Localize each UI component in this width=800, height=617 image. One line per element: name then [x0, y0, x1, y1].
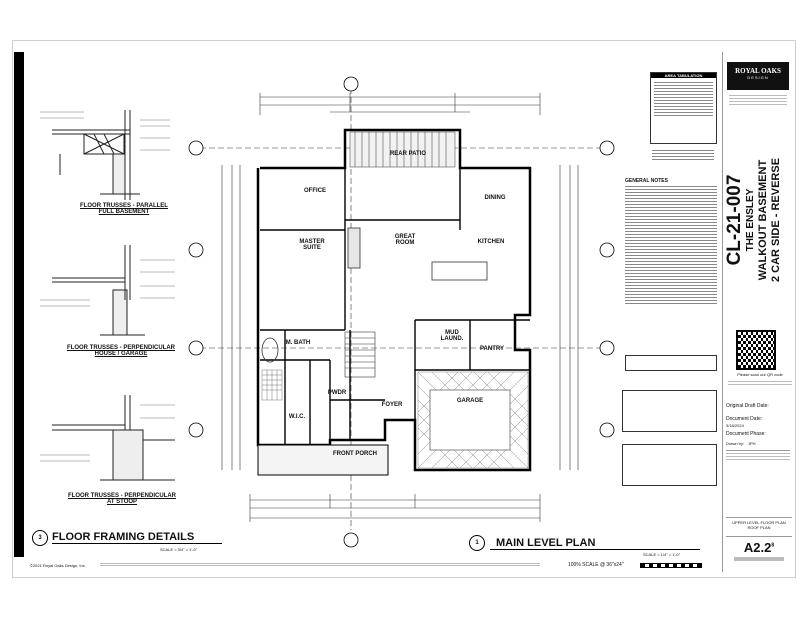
detail-title-parallel: FLOOR TRUSSES - PARALLEL FULL BASEMENT: [76, 203, 172, 215]
room-label-line: MUD: [445, 330, 459, 336]
main-level-plan-title: MAIN LEVEL PLAN: [496, 537, 596, 549]
room-garage: GARAGE: [456, 398, 484, 404]
room-mud-laundry: MUD LAUND.: [432, 330, 472, 342]
room-powder: PWDR: [327, 390, 347, 396]
qr-scan-note: Please scan our QR code: [737, 372, 783, 377]
revision-table: [726, 450, 790, 479]
original-draft-label: Original Draft Date:: [726, 403, 769, 409]
room-front-porch: FRONT PORCH: [333, 451, 377, 457]
general-notes-title: GENERAL NOTES: [625, 178, 668, 184]
area-notes: [652, 148, 714, 162]
plan-scale: SCALE = 1/4" = 1'-0": [643, 552, 681, 557]
plan-name-block: CL-21-007 THE ENSLEY WALKOUT BASEMENT 2 …: [724, 122, 794, 318]
copyright: ©2021 Royal Oaks Design, Inc.: [30, 563, 86, 568]
company-contact: [729, 93, 787, 107]
sheet-suffix: 8: [771, 542, 775, 549]
detail-title-perp-stoop: FLOOR TRUSSES - PERPENDICULAR AT STOOP: [62, 493, 182, 505]
room-foyer: FOYER: [381, 402, 403, 408]
qr-note-lines: [728, 379, 792, 387]
floor-framing-title: FLOOR FRAMING DETAILS: [52, 531, 195, 543]
room-great-room: GREAT ROOM: [380, 234, 430, 246]
room-master-suite: MASTER SUITE: [287, 239, 337, 251]
plan-number: CL-21-007: [724, 174, 745, 266]
section-number: 3: [38, 535, 42, 541]
room-label-line: GREAT: [394, 234, 416, 240]
scale-note: 100% SCALE @ 36"x24": [568, 562, 624, 568]
document-date: 3/18/2024: [726, 423, 744, 428]
detail-title-perp-house: FLOOR TRUSSES - PERPENDICULAR HOUSE / GA…: [66, 345, 176, 357]
detail-title-line: FLOOR TRUSSES - PERPENDICULAR: [67, 493, 176, 499]
detail-title-line: FULL BASEMENT: [98, 209, 150, 215]
section-marker-3: 3: [32, 530, 48, 546]
company-sub: DESIGN: [747, 75, 769, 80]
room-label-line: LAUND.: [440, 336, 464, 342]
plan-name: THE ENSLEY: [745, 188, 756, 252]
room-dining: DINING: [484, 195, 506, 201]
company-logo: ROYAL OAKS DESIGN: [727, 62, 789, 90]
disclaimer-lines: [100, 562, 540, 567]
section-number: 1: [475, 540, 479, 546]
sheet-left-border: [14, 52, 24, 557]
area-tab-title: AREA TABULATION: [651, 73, 716, 78]
notes-box-2: [622, 390, 717, 432]
drawn-by: JPH: [748, 441, 756, 446]
room-master-bath: M. BATH: [285, 340, 311, 346]
sheet-number-text: A2.2: [743, 540, 772, 555]
general-notes: GENERAL NOTES: [625, 178, 717, 306]
plan-description-2: 2 CAR SIDE - REVERSE: [770, 157, 782, 283]
sheet-desc-line: UPPER LEVEL FLOOR PLAN: [732, 520, 786, 525]
framing-scale: SCALE = 3/4" = 1'-0": [160, 547, 198, 552]
sheet-number: A2.28: [726, 537, 792, 555]
qr-code-icon[interactable]: [736, 330, 776, 370]
section-marker-1: 1: [469, 535, 485, 551]
document-phase-label: Document Phase:: [726, 431, 766, 437]
room-pantry: PANTRY: [480, 346, 504, 352]
area-tabulation-box: AREA TABULATION: [650, 72, 717, 144]
sheet-number-box: A2.28: [726, 536, 792, 567]
graphic-scale-bar: [640, 563, 702, 568]
room-kitchen: KITCHEN: [477, 239, 505, 245]
room-office: OFFICE: [304, 188, 326, 194]
detail-title-line: AT STOOP: [106, 499, 138, 505]
sheet-bar: [734, 557, 784, 561]
document-date-label: Document Date:: [726, 416, 763, 422]
detail-title-line: FLOOR TRUSSES - PARALLEL: [80, 203, 168, 209]
room-label-line: ROOM: [395, 240, 415, 246]
company-name: ROYAL OAKS: [735, 67, 781, 75]
room-label-line: SUITE: [303, 245, 321, 251]
title-underline: [490, 549, 700, 550]
title-underline: [52, 543, 222, 544]
notes-box-1: [625, 355, 717, 371]
room-rear-patio: REAR PATIO: [389, 151, 427, 157]
room-wic: W.I.C.: [288, 414, 306, 420]
plan-description-1: WALKOUT BASEMENT: [757, 159, 769, 281]
detail-title-line: HOUSE / GARAGE: [94, 351, 148, 357]
title-block: [722, 52, 795, 572]
detail-title-line: FLOOR TRUSSES - PERPENDICULAR: [66, 345, 175, 351]
sheet-description: UPPER LEVEL FLOOR PLAN ROOF PLAN: [726, 517, 792, 530]
drawn-by-label: Drawn by:: [726, 441, 745, 446]
sheet-desc-line: ROOF PLAN: [747, 525, 771, 530]
notes-box-3: [622, 444, 717, 486]
room-label-line: MASTER: [299, 239, 325, 245]
